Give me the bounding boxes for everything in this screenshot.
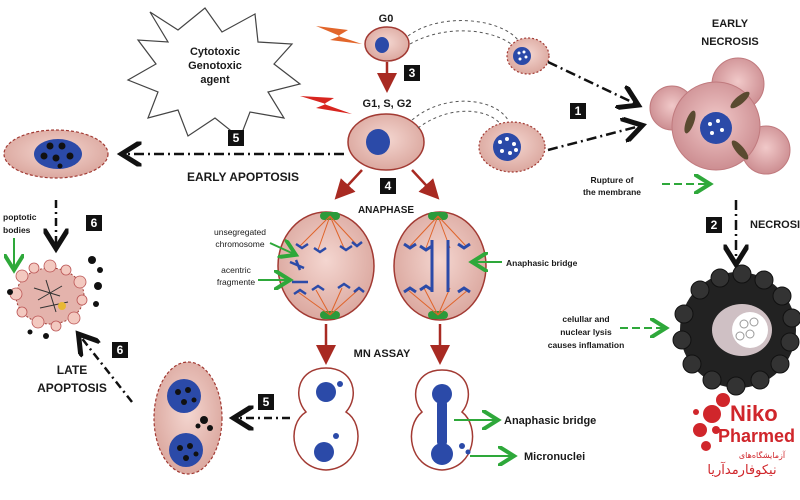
late-apoptosis-cell — [9, 259, 88, 332]
lightning-bolt-icon — [300, 96, 352, 114]
phase-anaphase-label: ANAPHASE — [358, 205, 414, 216]
step-5-badge-bottom: 5 — [258, 394, 274, 410]
svg-text:1: 1 — [575, 104, 582, 118]
agent-label-3: agent — [200, 74, 230, 86]
rupture-label-1: Rupture of — [591, 175, 634, 185]
mn-assay-label: MN ASSAY — [354, 348, 411, 360]
step-3-badge: 3 — [404, 65, 420, 81]
step-6-badge-bottom: 6 — [112, 342, 128, 358]
acentric-label-1: acentric — [221, 265, 252, 275]
lysis-label-1: celullar and — [562, 314, 609, 324]
svg-text:4: 4 — [385, 179, 392, 193]
svg-text:3: 3 — [409, 66, 416, 80]
binucleated-cell-bridge — [410, 369, 474, 471]
early-necrosis-cell — [649, 57, 791, 175]
late-apoptosis-label-1: LATE — [57, 363, 87, 377]
early-necrosis-label-2: NECROSIS — [701, 36, 758, 48]
svg-text:5: 5 — [263, 395, 270, 409]
necrosis-cell — [672, 264, 800, 396]
anaphasic-bridge-label-small: Anaphasic bridge — [506, 258, 578, 268]
g1sg2-nucleus — [366, 129, 390, 155]
nikopharmed-logo: Niko Pharmed آزمایشگاه‌های نیکوفارمدآریا — [693, 393, 795, 478]
lysis-label-3: causes inflamation — [548, 340, 625, 350]
logo-brand-2: Pharmed — [718, 426, 795, 446]
necrosis-label: NECROSI — [750, 219, 800, 231]
early-apoptosis-label: EARLY APOPTOSIS — [187, 170, 299, 184]
anaphase-cell-unsegregated — [277, 211, 375, 321]
logo-brand-1: Niko — [730, 401, 778, 426]
early-necrosis-label-1: EARLY — [712, 18, 749, 30]
agent-starburst: Cytotoxic Genotoxic agent — [126, 7, 302, 139]
late-apoptosis-label-2: APOPTOSIS — [37, 381, 107, 395]
acentric-label-2: fragmente — [217, 277, 256, 287]
apoptotic-bodies-label-1: poptotic — [3, 212, 37, 222]
phase-g0-label: G0 — [379, 13, 394, 25]
binucleated-cell-micronuclei — [293, 367, 359, 471]
phase-g1sg2-label: G1, S, G2 — [363, 98, 412, 110]
agent-label-2: Genotoxic — [188, 60, 242, 72]
anaphasic-bridge-label-big: Anaphasic bridge — [504, 415, 596, 427]
rupture-label-2: the membrane — [583, 187, 641, 197]
apoptotic-bodies — [7, 256, 103, 339]
lysis-label-2: nuclear lysis — [560, 327, 612, 337]
step-5-badge-top: 5 — [228, 130, 244, 146]
step-6-badge-top: 6 — [86, 215, 102, 231]
apoptotic-bodies-label-2: bodies — [3, 225, 31, 235]
step-1-badge: 1 — [570, 103, 586, 119]
svg-text:2: 2 — [711, 218, 718, 232]
logo-sub-2: نیکوفارمدآریا — [707, 461, 776, 478]
step-4-badge: 4 — [380, 178, 396, 194]
svg-text:6: 6 — [91, 216, 98, 230]
lightning-bolt-icon — [316, 26, 362, 44]
svg-text:6: 6 — [117, 343, 124, 357]
apoptotic-binucleated-cell — [153, 361, 223, 475]
micronuclei-label: Micronuclei — [524, 451, 585, 463]
agent-label-1: Cytotoxic — [190, 46, 240, 58]
early-apoptosis-cell — [3, 129, 109, 179]
g0-nucleus — [375, 37, 389, 53]
step-2-badge: 2 — [706, 217, 722, 233]
anaphase-cell-bridge — [393, 211, 487, 321]
unsegregated-label-1: unsegregated — [214, 227, 266, 237]
logo-sub-1: آزمایشگاه‌های — [739, 450, 786, 460]
svg-text:5: 5 — [233, 131, 240, 145]
unsegregated-label-2: chromosome — [215, 239, 264, 249]
